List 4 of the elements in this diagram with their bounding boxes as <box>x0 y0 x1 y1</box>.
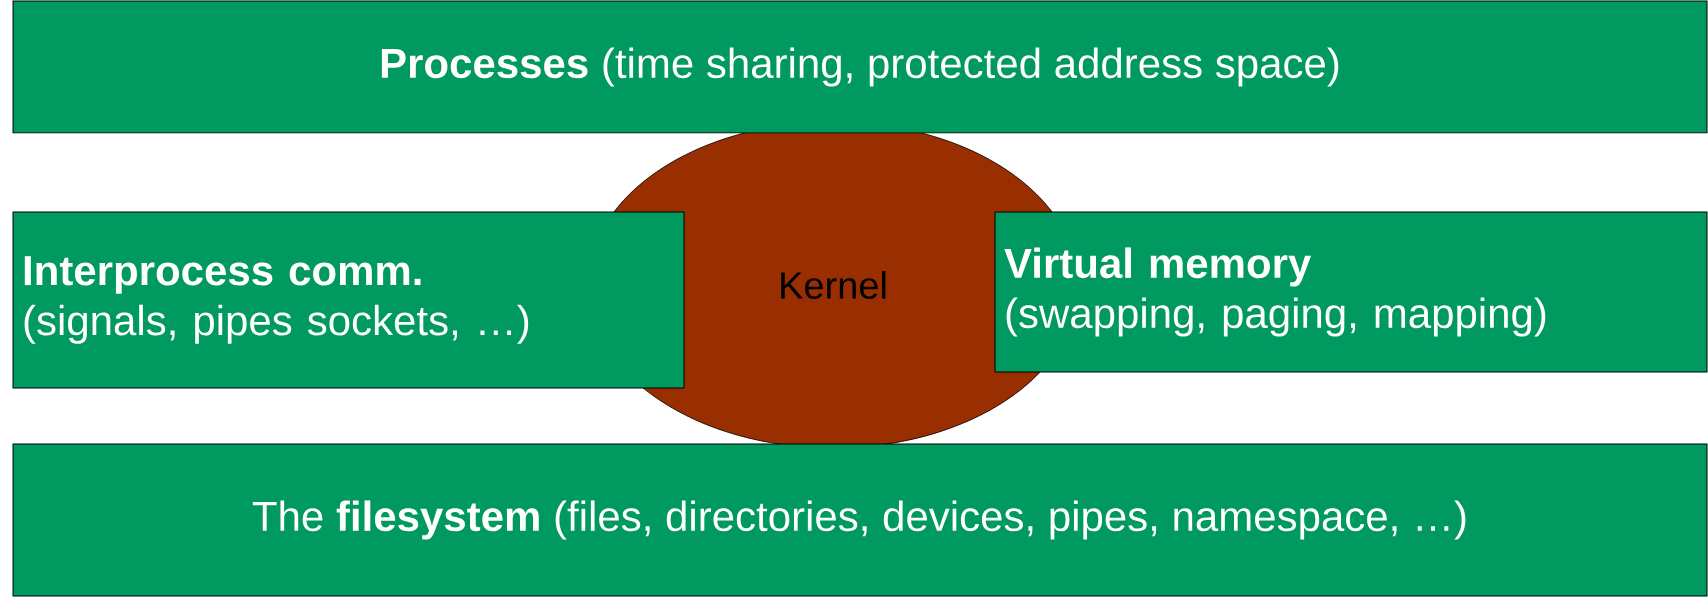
subsystem-box: Interprocess comm. (signals, pipes sockets, …) <box>12 211 685 389</box>
layer-band: Processes (time sharing, protected address space) <box>12 0 1708 134</box>
layer-band: The filesystem (files, directories, devices, pipes, namespace, …) <box>12 443 1708 597</box>
subsystem-box: Virtual memory (swapping, paging, mapping) <box>994 211 1708 373</box>
